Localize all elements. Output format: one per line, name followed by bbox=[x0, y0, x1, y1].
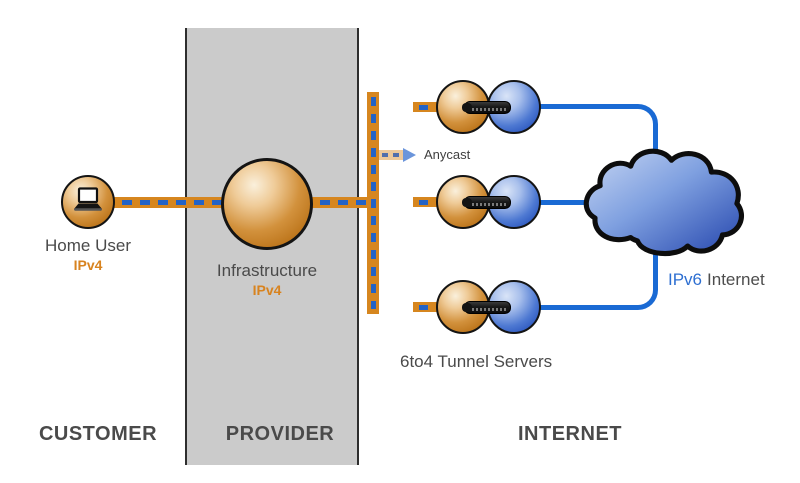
zone-label-internet: INTERNET bbox=[518, 423, 622, 445]
anycast-distribution-bar bbox=[367, 92, 379, 314]
anycast-arrow-body bbox=[379, 150, 404, 160]
ipv6-text: IPv6 bbox=[668, 270, 703, 289]
tunnel-server-2 bbox=[413, 157, 543, 247]
home-user-protocol: IPv4 bbox=[73, 257, 103, 273]
tunnel-server-1 bbox=[413, 62, 543, 152]
ipv6-connector-middle bbox=[538, 200, 593, 205]
anycast-label: Anycast bbox=[424, 147, 471, 162]
server-ipv4-stub bbox=[413, 197, 438, 207]
infrastructure-node bbox=[221, 158, 313, 250]
anycast-arrow-icon bbox=[403, 148, 416, 162]
ipv6-internet-cloud-icon bbox=[576, 139, 750, 263]
server-ipv4-stub bbox=[413, 102, 438, 112]
infrastructure-protocol: IPv4 bbox=[252, 282, 282, 298]
stub-dash bbox=[419, 199, 428, 205]
server-appliance-icon bbox=[462, 101, 511, 114]
server-ipv4-stub bbox=[413, 302, 438, 312]
infrastructure-label: Infrastructure bbox=[216, 261, 318, 280]
anycast-bar-dashes bbox=[370, 97, 376, 309]
internet-text: Internet bbox=[707, 270, 765, 289]
stub-dash bbox=[419, 304, 428, 310]
home-user-node bbox=[61, 175, 115, 229]
laptop-icon bbox=[71, 186, 105, 218]
tunnel-server-3 bbox=[413, 262, 543, 352]
anycast-arrow-dashes bbox=[382, 153, 401, 157]
tunnel-servers-label: 6to4 Tunnel Servers bbox=[400, 352, 553, 371]
home-user-label: Home User bbox=[45, 236, 131, 255]
server-appliance-icon bbox=[462, 301, 511, 314]
zone-label-customer: CUSTOMER bbox=[38, 423, 158, 445]
stub-dash bbox=[419, 104, 428, 110]
server-appliance-icon bbox=[462, 196, 511, 209]
zone-label-provider: PROVIDER bbox=[225, 423, 335, 445]
